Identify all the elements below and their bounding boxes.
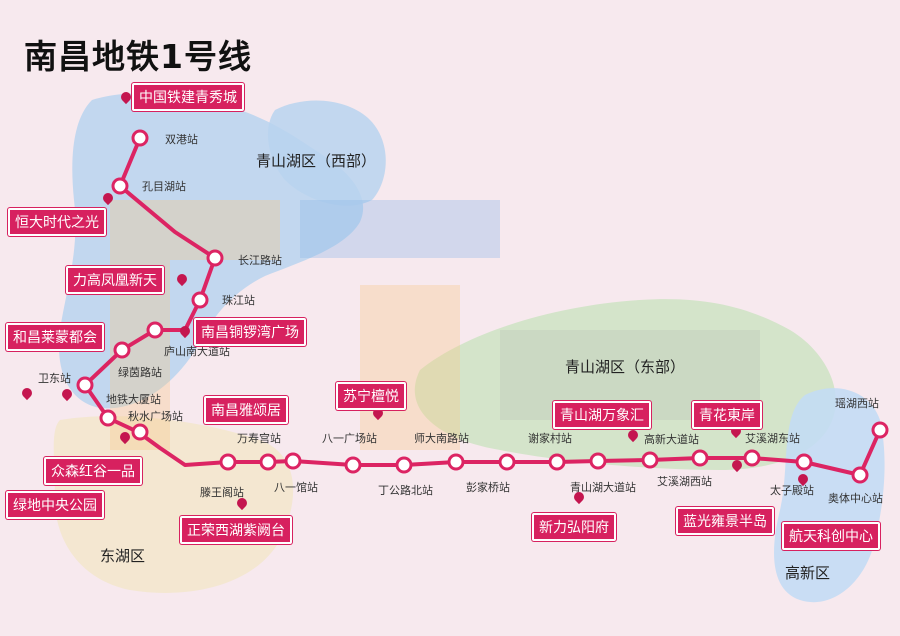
station-label[interactable]: 彭家桥站 — [466, 481, 510, 494]
station-label[interactable]: 八一广场站 — [322, 432, 377, 445]
west-district-area-b — [267, 100, 386, 206]
station-marker[interactable] — [113, 341, 131, 359]
station-label[interactable]: 珠江站 — [222, 294, 255, 307]
station-label[interactable]: 高新大道站 — [644, 433, 699, 446]
poi-label[interactable]: 众森红谷一品 — [44, 457, 142, 485]
station-marker[interactable] — [146, 321, 164, 339]
district-label-west: 青山湖区（西部） — [256, 152, 377, 170]
station-markers — [76, 129, 889, 484]
station-label[interactable]: 艾溪湖东站 — [745, 432, 800, 445]
station-marker[interactable] — [395, 456, 413, 474]
poi-label[interactable]: 正荣西湖紫阙台 — [180, 516, 292, 544]
station-label[interactable]: 万寿宫站 — [237, 432, 281, 445]
poi-label[interactable]: 绿地中央公园 — [6, 491, 104, 519]
station-label[interactable]: 丁公路北站 — [378, 484, 433, 497]
station-marker[interactable] — [111, 177, 129, 195]
station-label[interactable]: 双港站 — [165, 133, 198, 146]
poi-label[interactable]: 和昌莱蒙都会 — [6, 323, 104, 351]
district-label-gaoxin: 高新区 — [785, 564, 831, 582]
station-marker[interactable] — [691, 449, 709, 467]
station-marker[interactable] — [548, 453, 566, 471]
station-label[interactable]: 地铁大厦站 — [106, 393, 161, 406]
station-marker[interactable] — [284, 452, 302, 470]
station-marker[interactable] — [641, 451, 659, 469]
poi-label[interactable]: 青山湖万象汇 — [553, 401, 651, 429]
station-label[interactable]: 艾溪湖西站 — [657, 475, 712, 488]
poi-label[interactable]: 青花東岸 — [692, 401, 762, 429]
station-marker[interactable] — [99, 409, 117, 427]
station-marker[interactable] — [131, 129, 149, 147]
station-label[interactable]: 孔目湖站 — [142, 180, 186, 193]
station-label[interactable]: 庐山南大道站 — [164, 345, 230, 358]
page-title: 南昌地铁1号线 — [24, 37, 252, 76]
watermark-block — [170, 200, 280, 260]
station-marker[interactable] — [871, 421, 889, 439]
station-marker[interactable] — [76, 376, 94, 394]
station-marker[interactable] — [795, 453, 813, 471]
station-label[interactable]: 太子殿站 — [770, 484, 814, 497]
station-marker[interactable] — [851, 466, 869, 484]
station-label[interactable]: 绿茵路站 — [118, 366, 162, 379]
poi-label[interactable]: 南昌雅颂居 — [204, 396, 288, 424]
poi-label[interactable]: 南昌铜锣湾广场 — [194, 318, 306, 346]
poi-label[interactable]: 中国铁建青秀城 — [132, 83, 244, 111]
district-label-donghu: 东湖区 — [100, 547, 146, 565]
station-marker[interactable] — [498, 453, 516, 471]
watermark-block — [300, 200, 500, 258]
watermark-block — [360, 285, 460, 450]
station-marker[interactable] — [589, 452, 607, 470]
station-label[interactable]: 瑶湖西站 — [835, 397, 879, 410]
poi-label[interactable]: 力高凤凰新天 — [66, 266, 164, 294]
station-label[interactable]: 长江路站 — [238, 254, 282, 267]
station-marker[interactable] — [447, 453, 465, 471]
station-label[interactable]: 卫东站 — [38, 372, 71, 385]
station-marker[interactable] — [743, 449, 761, 467]
station-label[interactable]: 谢家村站 — [528, 432, 572, 445]
station-label[interactable]: 秋水广场站 — [128, 410, 183, 423]
poi-label[interactable]: 苏宁檀悦 — [336, 382, 406, 410]
station-label[interactable]: 师大南路站 — [414, 432, 469, 445]
poi-label[interactable]: 恒大时代之光 — [8, 208, 106, 236]
station-marker[interactable] — [206, 249, 224, 267]
station-marker[interactable] — [344, 456, 362, 474]
station-label[interactable]: 滕王阁站 — [200, 486, 244, 499]
station-marker[interactable] — [191, 291, 209, 309]
metro-line-1 — [83, 137, 882, 477]
poi-label[interactable]: 新力弘阳府 — [532, 513, 616, 541]
station-label[interactable]: 八一馆站 — [274, 481, 318, 494]
district-label-east: 青山湖区（东部） — [565, 358, 686, 376]
poi-label[interactable]: 航天科创中心 — [782, 522, 880, 550]
station-marker[interactable] — [131, 423, 149, 441]
station-label[interactable]: 青山湖大道站 — [570, 481, 636, 494]
station-label[interactable]: 奥体中心站 — [828, 492, 883, 505]
station-marker[interactable] — [219, 453, 237, 471]
poi-label[interactable]: 蓝光雍景半岛 — [676, 507, 774, 535]
station-marker[interactable] — [259, 453, 277, 471]
